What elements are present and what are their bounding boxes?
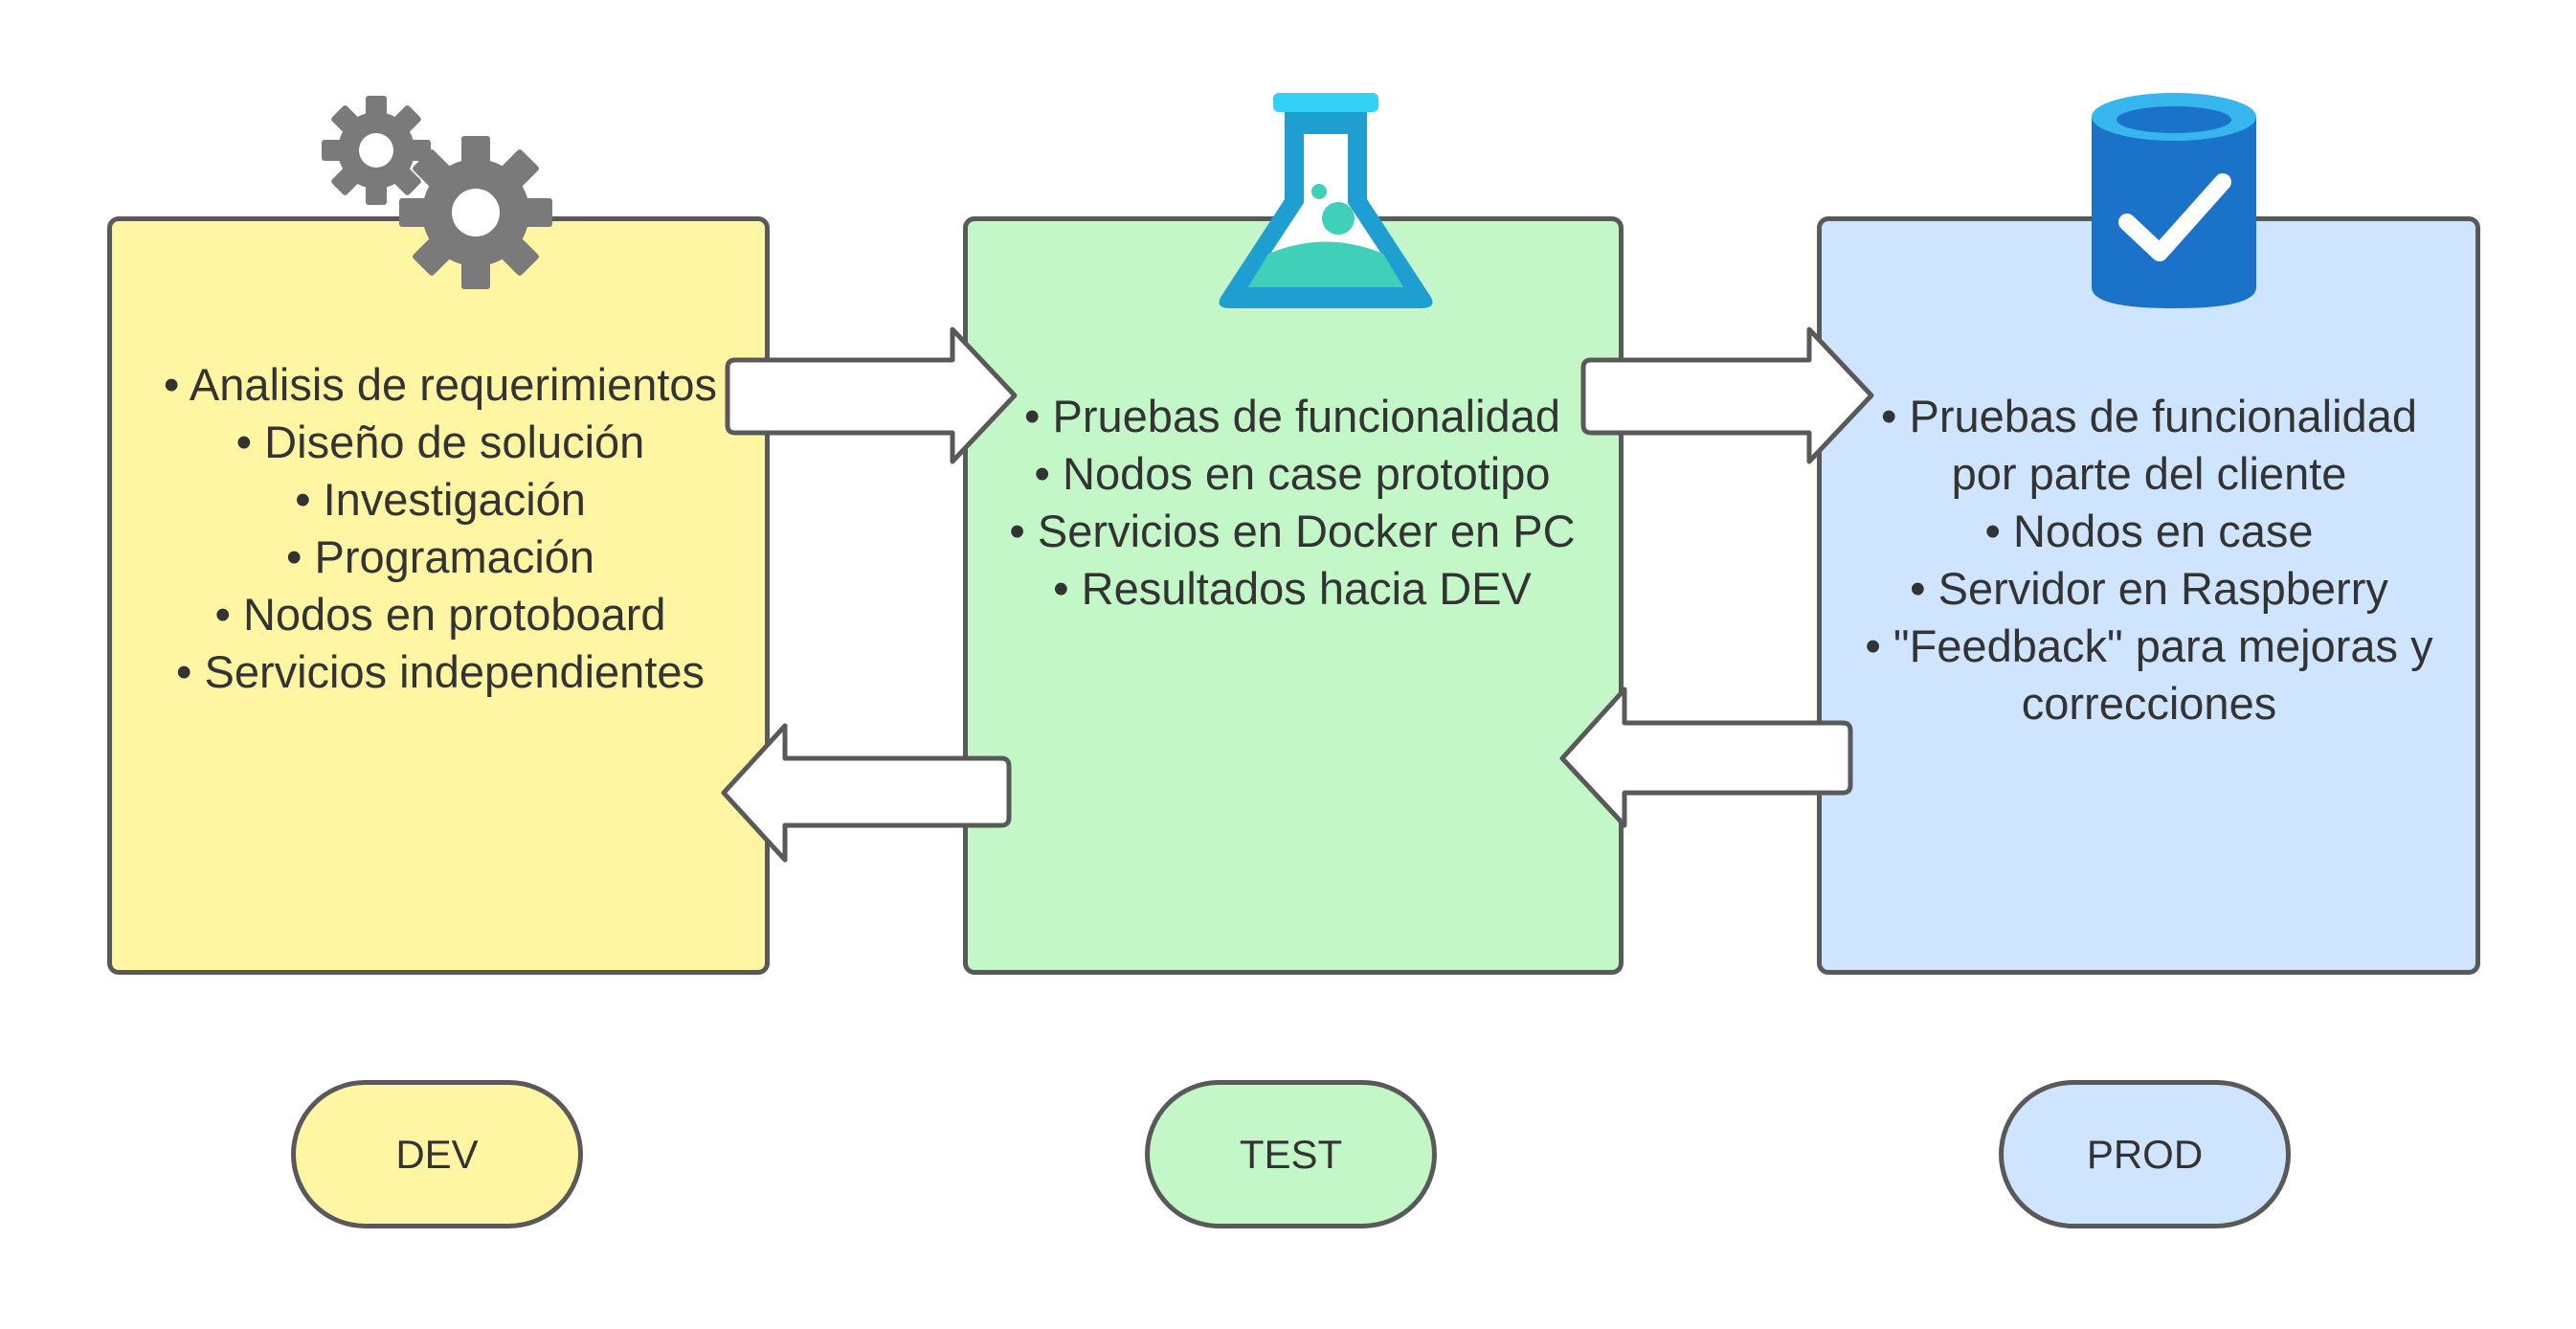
prod-stage-label-text: PROD bbox=[2086, 1131, 2204, 1177]
prod-item-list: • Pruebas de funcionalidad por parte del… bbox=[1852, 388, 2446, 732]
dev-item: • Investigación bbox=[295, 474, 586, 525]
test-item: • Servicios en Docker en PC bbox=[1009, 506, 1576, 556]
gears-icon bbox=[322, 96, 552, 289]
dev-item-list: • Analisis de requerimientos • Diseño de… bbox=[153, 356, 728, 701]
prod-item: • "Feedback" para mejoras y correcciones bbox=[1865, 620, 2433, 729]
dev-item: • Analisis de requerimientos bbox=[163, 359, 718, 410]
prod-item: • Pruebas de funcionalidad por parte del… bbox=[1881, 391, 2417, 499]
prod-stage-box bbox=[1817, 216, 2480, 975]
arrow-prod-to-test bbox=[1559, 687, 1853, 828]
test-item: • Nodos en case prototipo bbox=[1034, 448, 1551, 499]
test-item-list: • Pruebas de funcionalidad • Nodos en ca… bbox=[1005, 388, 1579, 618]
prod-item: • Nodos en case bbox=[1984, 506, 2314, 556]
test-stage-label: TEST bbox=[1145, 1080, 1437, 1228]
dev-stage-label: DEV bbox=[291, 1080, 583, 1228]
lab-flask-icon bbox=[1219, 93, 1433, 308]
arrow-test-to-prod bbox=[1580, 327, 1874, 464]
dev-item: • Nodos en protoboard bbox=[214, 589, 666, 640]
dev-stage-label-text: DEV bbox=[395, 1131, 479, 1177]
dev-item: • Programación bbox=[285, 531, 595, 582]
test-item: • Pruebas de funcionalidad bbox=[1024, 391, 1560, 441]
database-check-icon bbox=[2092, 93, 2256, 308]
test-item: • Resultados hacia DEV bbox=[1053, 563, 1532, 614]
dev-item: • Servicios independientes bbox=[175, 646, 706, 697]
prod-item: • Servidor en Raspberry bbox=[1910, 563, 2388, 614]
dev-item: • Diseño de solución bbox=[235, 417, 645, 467]
test-stage-label-text: TEST bbox=[1239, 1131, 1343, 1177]
dev-stage-box bbox=[107, 216, 770, 975]
arrow-test-to-dev bbox=[721, 723, 1012, 863]
prod-stage-label: PROD bbox=[1999, 1080, 2291, 1228]
arrow-dev-to-test bbox=[725, 327, 1018, 464]
test-stage-box bbox=[963, 216, 1624, 975]
